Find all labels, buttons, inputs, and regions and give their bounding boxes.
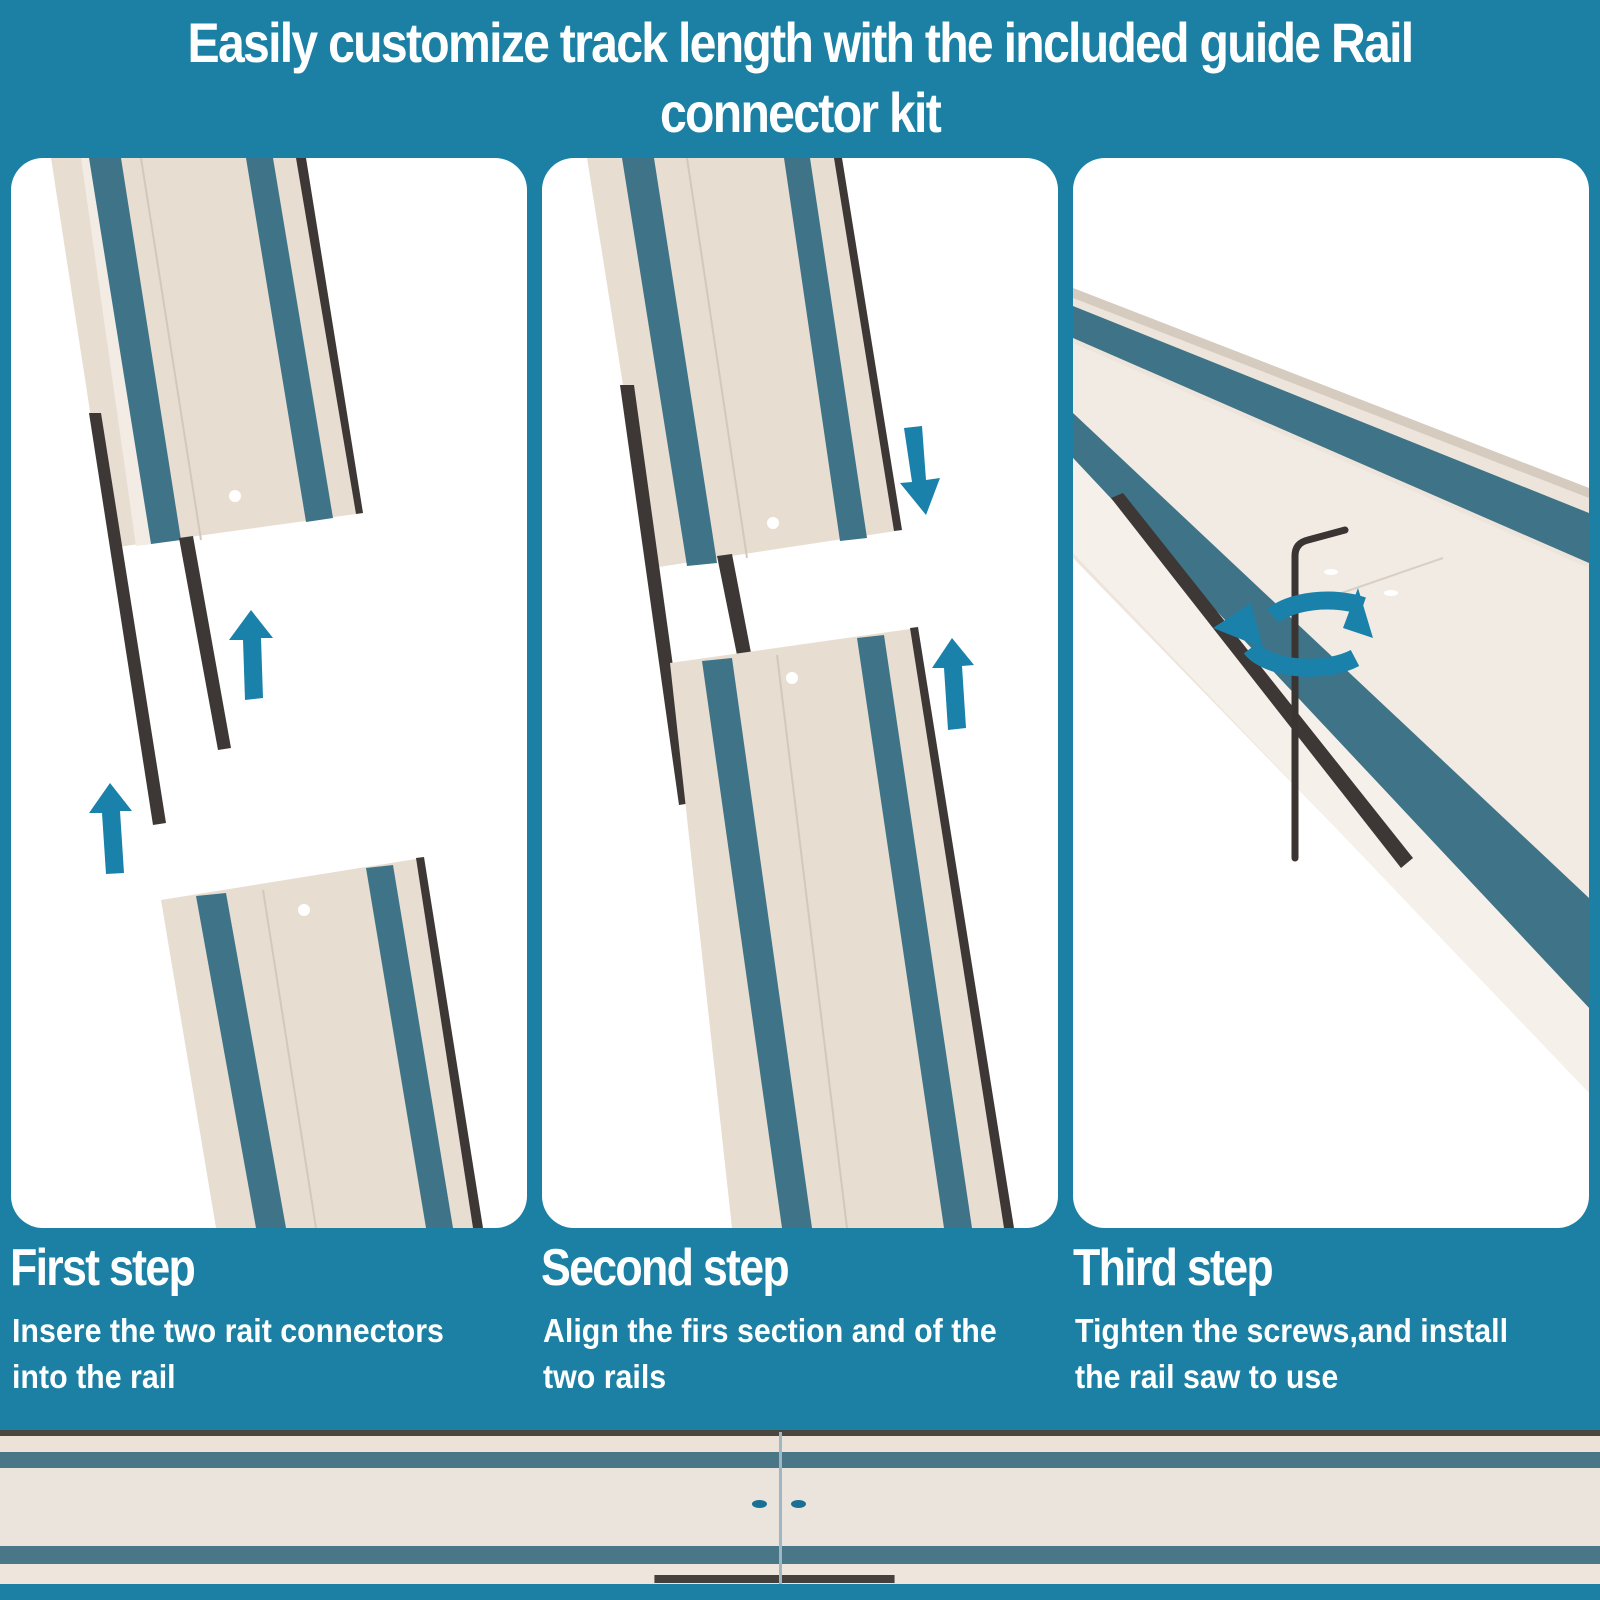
rail-hole xyxy=(790,1500,807,1508)
rail-hole xyxy=(1324,569,1338,575)
rail-hole xyxy=(229,490,241,502)
arrow-up-icon xyxy=(932,638,974,730)
connector-bar-right xyxy=(717,554,752,660)
step-3-description: Tighten the screws,and install the rail … xyxy=(1075,1312,1509,1395)
upper-rail-section xyxy=(587,158,902,568)
rail-hole xyxy=(298,904,310,916)
page-title: Easily customize track length with the i… xyxy=(112,8,1488,148)
step-3-title: Third step xyxy=(1073,1239,1274,1297)
rail-cross-section-banner xyxy=(0,1400,1600,1600)
step-1-title: First step xyxy=(10,1239,196,1297)
arrow-up-icon xyxy=(229,610,273,700)
rail-hole xyxy=(1384,590,1398,596)
step-1-caption: First step Insere the two rait connector… xyxy=(10,1238,532,1400)
connector-bar xyxy=(654,1575,895,1583)
connector-bars xyxy=(620,385,752,805)
step-1-description: Insere the two rait connectors into the … xyxy=(12,1312,444,1395)
step-2-illustration xyxy=(542,158,1058,1228)
step-3-caption: Third step Tighten the screws,and instal… xyxy=(1073,1238,1595,1400)
connector-bar xyxy=(1111,493,1413,868)
connector-bar-right xyxy=(179,536,231,750)
rail-illustration-step-3 xyxy=(1073,288,1589,1093)
arrow-up-icon xyxy=(89,783,132,874)
rotate-icon xyxy=(1213,588,1373,677)
rail-hole xyxy=(786,672,798,684)
lower-rail-section xyxy=(670,627,1014,1228)
connector-bar-left xyxy=(620,385,692,805)
step-2-caption: Second step Align the firs section and o… xyxy=(541,1238,1063,1400)
rail-illustration-step-2 xyxy=(587,158,1014,1228)
upper-rail-section xyxy=(51,158,363,548)
lower-rail-section xyxy=(161,857,483,1228)
rail-illustration-step-1 xyxy=(51,158,483,1228)
step-2-description: Align the firs section and of the two ra… xyxy=(543,1312,997,1395)
joined-rail xyxy=(1073,288,1589,1093)
horizontal-rail xyxy=(0,1400,1600,1600)
rail-hole xyxy=(767,517,779,529)
title-line-2: connector kit xyxy=(659,81,942,144)
step-1-illustration xyxy=(11,158,527,1228)
hex-key xyxy=(1291,526,1349,862)
connector-bar-left xyxy=(89,413,166,825)
step-3-illustration xyxy=(1073,158,1589,1228)
title-line-1: Easily customize track length with the i… xyxy=(187,11,1415,74)
arrow-down-icon xyxy=(900,426,940,515)
connector-bars xyxy=(89,413,231,825)
rail-hole xyxy=(751,1500,767,1508)
step-2-title: Second step xyxy=(541,1239,790,1297)
